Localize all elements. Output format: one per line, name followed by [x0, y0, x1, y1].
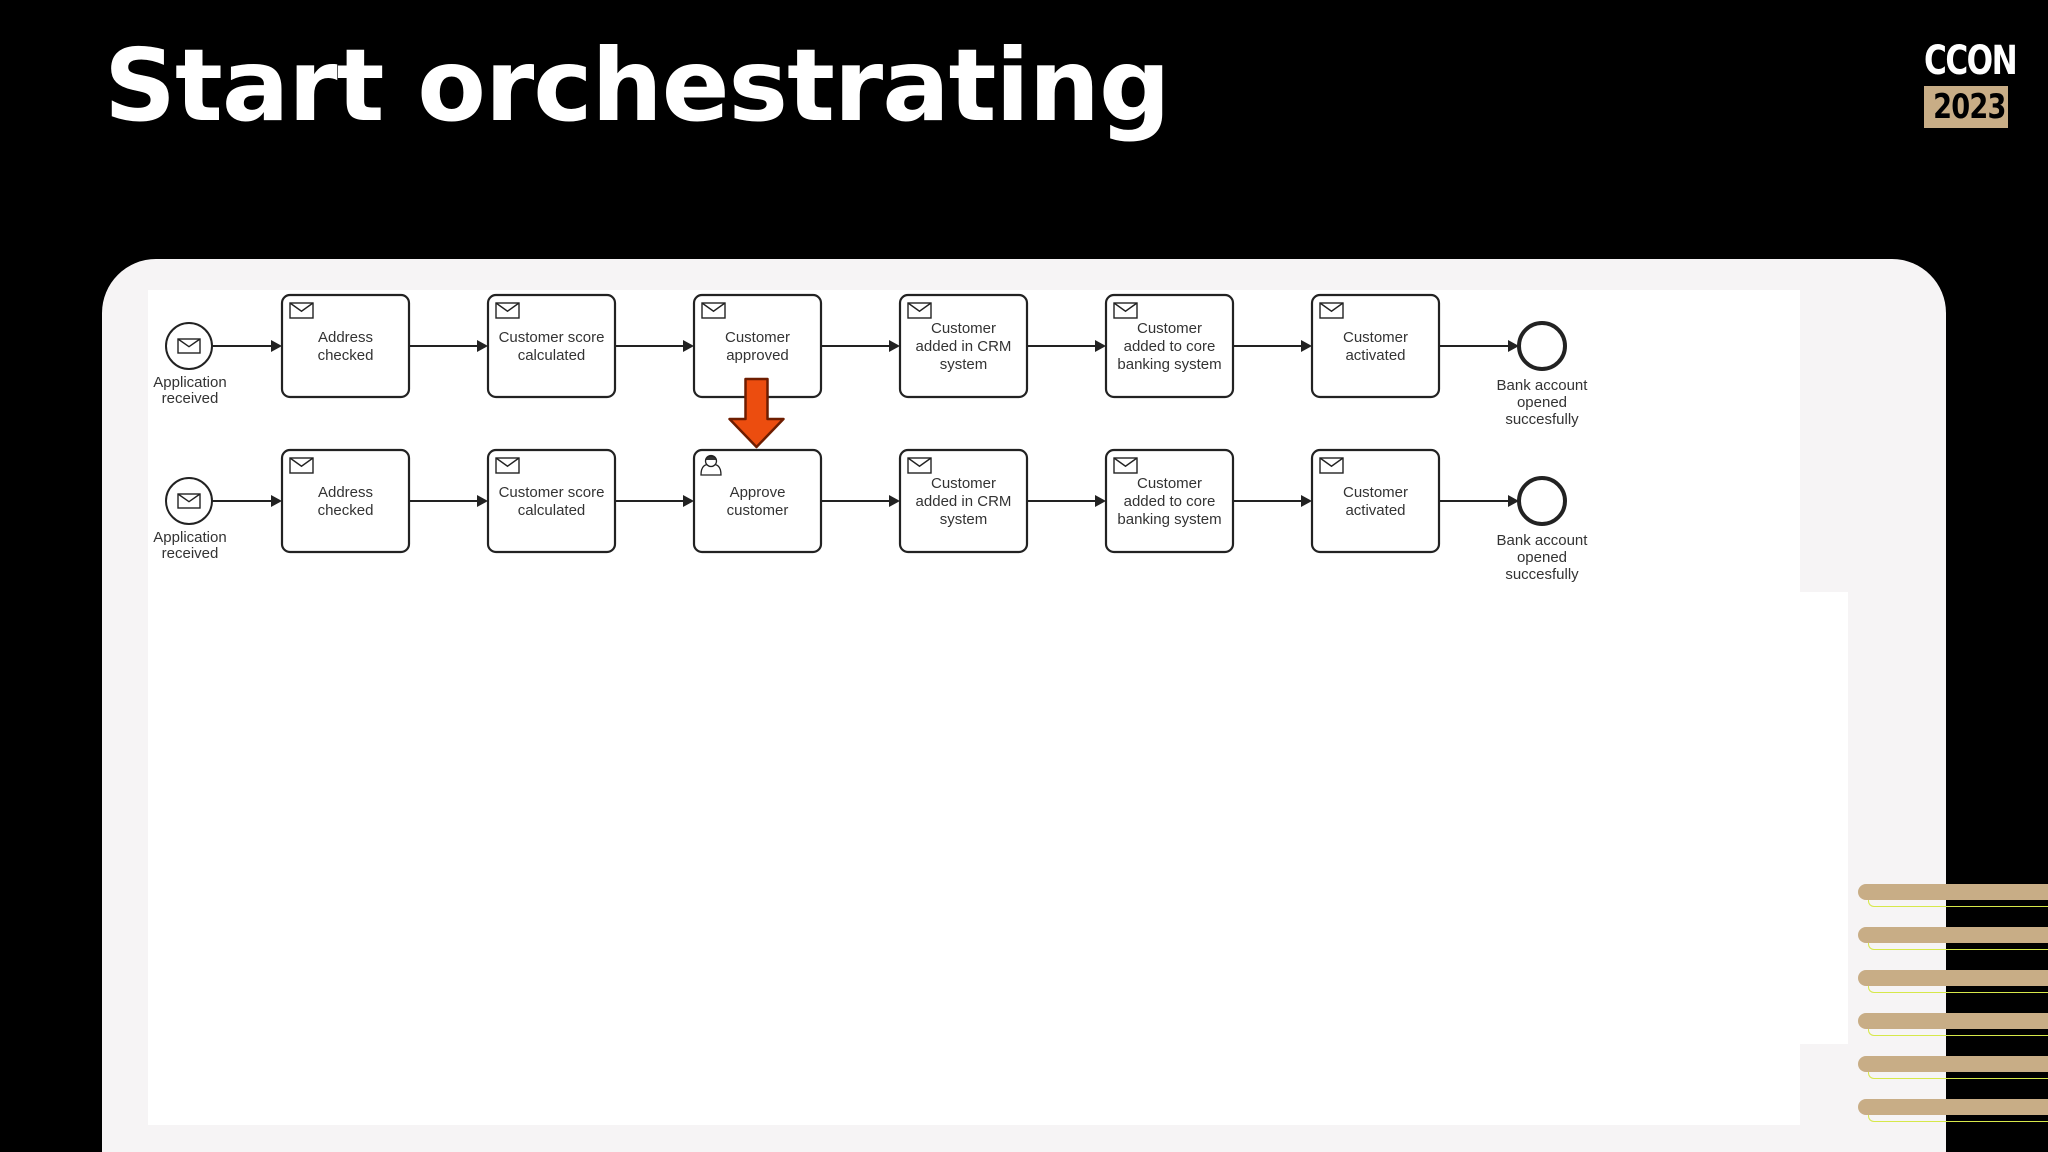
logo-year: 2023	[1933, 87, 2006, 127]
envelope-icon	[495, 302, 520, 319]
envelope-icon	[1113, 457, 1138, 474]
sequence-flow-arrow	[1439, 340, 1519, 352]
sequence-flow-arrow	[1439, 495, 1519, 507]
sequence-flow-arrow	[821, 340, 900, 352]
envelope-icon	[495, 457, 520, 474]
envelope-icon	[289, 302, 314, 319]
envelope-icon	[1319, 302, 1344, 319]
envelope-icon	[289, 457, 314, 474]
sequence-flow-arrow	[615, 495, 694, 507]
logo-year-badge: 2023	[1924, 86, 2008, 128]
canvas-extension	[1800, 592, 1848, 1044]
sequence-flow-arrow	[821, 495, 900, 507]
envelope-icon	[907, 457, 932, 474]
arrow-down-icon	[728, 377, 785, 449]
sequence-flow-arrow	[409, 340, 488, 352]
logo-wordmark: CCON	[1924, 38, 2018, 84]
envelope-icon	[177, 338, 201, 354]
sequence-flow-arrow	[1027, 340, 1106, 352]
envelope-icon	[1319, 457, 1344, 474]
envelope-icon	[1113, 302, 1138, 319]
envelope-icon	[177, 493, 201, 509]
sequence-flow-arrow	[1233, 495, 1312, 507]
decorative-stripe	[1858, 1013, 2048, 1036]
envelope-icon	[701, 302, 726, 319]
user-icon	[700, 454, 722, 476]
decorative-stripe	[1858, 1056, 2048, 1079]
sequence-flow-arrow	[1027, 495, 1106, 507]
sequence-flow-arrow	[615, 340, 694, 352]
decorative-stripe	[1858, 970, 2048, 993]
decorative-stripe	[1858, 927, 2048, 950]
envelope-icon	[907, 302, 932, 319]
sequence-flow-arrow	[409, 495, 488, 507]
sequence-flow-arrow	[212, 495, 282, 507]
decorative-stripe	[1858, 1099, 2048, 1122]
decorative-stripe	[1858, 884, 2048, 907]
conference-logo: CCON 2023	[1924, 38, 2018, 128]
slide-title: Start orchestrating	[104, 27, 1171, 144]
sequence-flow-arrow	[212, 340, 282, 352]
sequence-flow-arrow	[1233, 340, 1312, 352]
